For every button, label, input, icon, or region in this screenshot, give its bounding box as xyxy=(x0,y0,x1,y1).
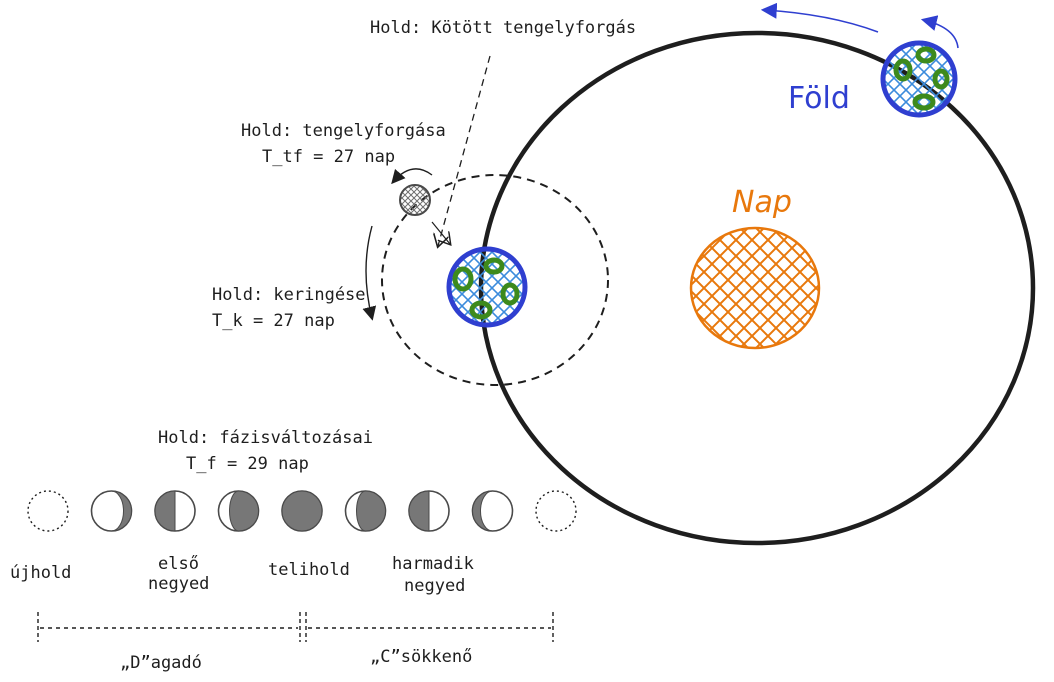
phase-range-brackets xyxy=(37,612,554,642)
moon-orbit-label-line2: T_k = 27 nap xyxy=(212,311,335,331)
phase-label-first-quarter-line1: első xyxy=(158,554,199,574)
moon-rotation-arrow xyxy=(391,168,433,185)
phases-label-line1: Hold: fázisváltozásai xyxy=(158,428,373,448)
moon-icon xyxy=(399,184,431,216)
range-label-waning: „C”sökkenő xyxy=(370,647,472,667)
tidal-lock-pointer xyxy=(438,55,491,246)
earth-label: Föld xyxy=(788,81,850,116)
moon-orbit-label-line1: Hold: keringése xyxy=(212,285,366,305)
moon-phase-waning-crescent xyxy=(471,490,514,532)
phases-label-line2: T_f = 29 nap xyxy=(186,454,309,474)
earth-globe-icon xyxy=(446,246,528,328)
phase-label-full-moon: telihold xyxy=(268,560,350,580)
sun-label: Nap xyxy=(732,185,792,220)
moon-phase-waning-gibbous xyxy=(344,490,387,532)
phase-label-new-moon: újhold xyxy=(10,563,71,583)
phase-label-last-quarter-line1: harmadik xyxy=(392,554,474,574)
earth-globe-icon xyxy=(880,40,958,118)
range-label-waxing: „D”agadó xyxy=(120,653,202,673)
moon-orbit xyxy=(381,174,609,386)
phase-label-last-quarter-line2: negyed xyxy=(404,576,465,596)
tidal-lock-label: Hold: Kötött tengelyforgás xyxy=(370,18,636,38)
moon-phase-row xyxy=(27,490,577,532)
moon-phase-waxing-gibbous xyxy=(217,490,260,532)
moon-phase-last-quarter xyxy=(408,490,450,532)
moon-phase-waxing-crescent xyxy=(90,490,133,532)
earth-rotation-arrow xyxy=(920,15,959,49)
moon-phase-new-moon xyxy=(27,490,69,532)
moon-phase-first-quarter xyxy=(154,490,196,532)
moon-orbit-arrow xyxy=(362,225,377,321)
moon-rotation-label-line1: Hold: tengelyforgása xyxy=(241,121,446,141)
earth-orbit-direction-arrow xyxy=(760,2,879,33)
moon-rotation-label-line2: T_tf = 27 nap xyxy=(262,147,395,167)
moon-phase-full-moon xyxy=(281,490,323,532)
moon-phase-new-moon-end xyxy=(535,490,577,532)
phase-label-first-quarter-line2: negyed xyxy=(148,574,209,594)
sun-icon xyxy=(689,226,821,350)
